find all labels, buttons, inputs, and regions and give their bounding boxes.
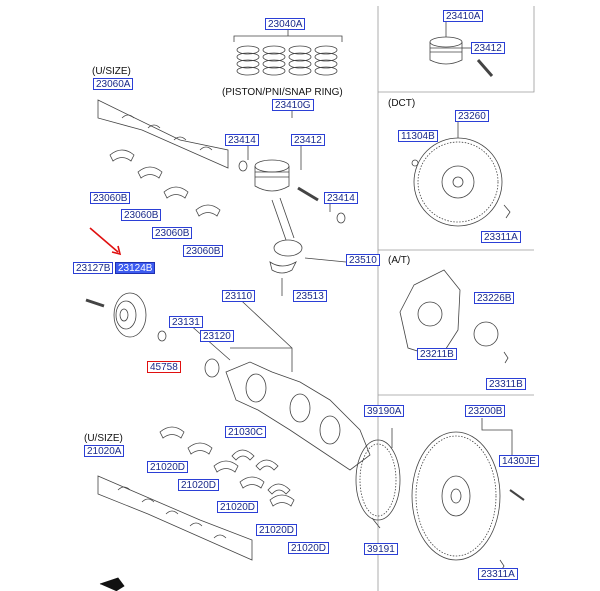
- part-label-23414-left[interactable]: 23414: [225, 134, 259, 146]
- dct-flywheel: [411, 122, 511, 227]
- part-label-23513[interactable]: 23513: [293, 290, 327, 302]
- piston-top: [429, 22, 494, 77]
- part-label-23040A[interactable]: 23040A: [265, 18, 306, 30]
- part-label-39190A[interactable]: 39190A: [364, 405, 405, 417]
- part-label-21020D-2[interactable]: 21020D: [178, 479, 220, 491]
- part-label-23120[interactable]: 23120: [200, 330, 234, 342]
- part-label-23110[interactable]: 23110: [222, 290, 256, 302]
- part-label-23410G[interactable]: 23410G: [272, 99, 314, 111]
- part-label-23060A[interactable]: 23060A: [93, 78, 134, 90]
- part-label-23127B[interactable]: 23127B: [73, 262, 114, 274]
- part-label-21020D-1[interactable]: 21020D: [147, 461, 189, 473]
- caption-piston-ring: (PISTON/PNI/SNAP RING): [222, 87, 343, 98]
- ring-gear-and-flywheel: [355, 418, 525, 572]
- part-label-23060B-2[interactable]: 23060B: [121, 209, 162, 221]
- corner-mark: [99, 577, 125, 591]
- left-bearing-halves: [109, 149, 221, 217]
- part-label-23060B-4[interactable]: 23060B: [183, 245, 224, 257]
- part-label-23124B[interactable]: 23124B: [115, 262, 156, 274]
- part-label-23211B[interactable]: 23211B: [417, 348, 457, 360]
- part-label-23226B[interactable]: 23226B: [474, 292, 515, 304]
- lower-bearing-halves: [159, 426, 295, 507]
- part-label-21020A[interactable]: 21020A: [84, 445, 125, 457]
- part-label-39191[interactable]: 39191: [364, 543, 398, 555]
- part-label-23311A-top[interactable]: 23311A: [481, 231, 521, 243]
- lower-bearings-box: [97, 475, 253, 561]
- part-label-23410A[interactable]: 23410A: [443, 10, 484, 22]
- caption-usize-top: (U/SIZE): [92, 66, 131, 77]
- part-label-23131[interactable]: 23131: [169, 316, 203, 328]
- part-label-11304B[interactable]: 11304B: [398, 130, 438, 142]
- thrust-washers: [231, 449, 291, 495]
- part-label-21020D-4[interactable]: 21020D: [256, 524, 298, 536]
- caption-dct: (DCT): [388, 98, 416, 109]
- part-label-21020D-5[interactable]: 21020D: [288, 542, 330, 554]
- crank-pulley: [85, 292, 167, 342]
- part-label-23510[interactable]: 23510: [346, 254, 380, 266]
- part-label-21030C[interactable]: 21030C: [225, 426, 267, 438]
- caption-at: (A/T): [388, 255, 411, 266]
- piston-rings: [233, 30, 343, 76]
- piston-conrod: [238, 105, 347, 296]
- section-frame-right: [377, 6, 535, 591]
- part-label-23311B[interactable]: 23311B: [486, 378, 526, 390]
- part-label-1430JE[interactable]: 1430JE: [499, 455, 539, 467]
- part-label-23311A-bottom[interactable]: 23311A: [478, 568, 518, 580]
- part-label-21020D-3[interactable]: 21020D: [217, 501, 259, 513]
- part-label-23414-right[interactable]: 23414: [324, 192, 358, 204]
- part-label-23060B-1[interactable]: 23060B: [90, 192, 131, 204]
- part-label-23260[interactable]: 23260: [455, 110, 489, 122]
- part-label-23412-top[interactable]: 23412: [471, 42, 505, 54]
- crankshaft: [179, 289, 371, 471]
- pointer-arrow: [89, 227, 119, 253]
- part-label-23412-mid[interactable]: 23412: [291, 134, 325, 146]
- part-label-45758[interactable]: 45758: [147, 361, 181, 373]
- at-drive-plate: [399, 269, 509, 364]
- caption-usize-bottom: (U/SIZE): [84, 433, 123, 444]
- part-label-23060B-3[interactable]: 23060B: [152, 227, 193, 239]
- upper-bearings-box: [97, 99, 229, 169]
- part-label-23200B[interactable]: 23200B: [465, 405, 506, 417]
